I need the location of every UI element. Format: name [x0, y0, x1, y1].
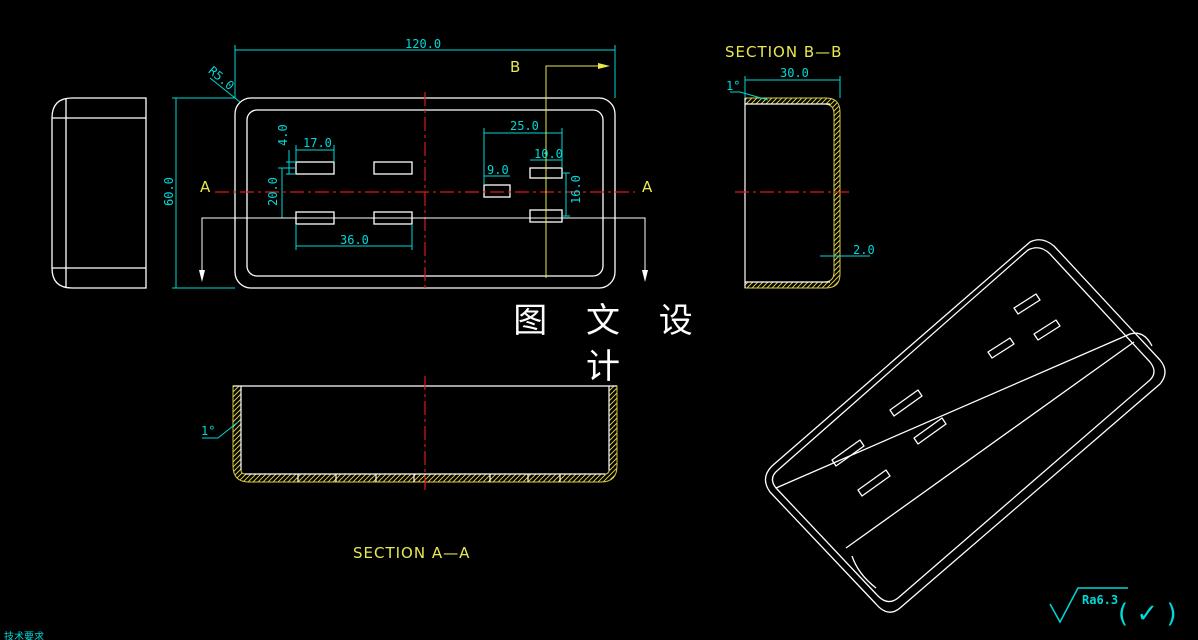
section-marker-b: B	[510, 58, 520, 76]
top-view	[172, 45, 648, 292]
isometric-view	[764, 239, 1166, 613]
draft-angle-bb: 1°	[726, 79, 740, 93]
dim-right-slot-b: 10.0	[534, 147, 563, 161]
dim-row-spacing: 20.0	[266, 177, 280, 206]
dim-depth: 30.0	[780, 66, 809, 80]
dim-slot-height: 4.0	[276, 124, 290, 146]
dim-height: 60.0	[162, 177, 176, 206]
left-side-view	[51, 97, 147, 289]
section-aa-view	[202, 376, 618, 492]
surface-finish-label: Ra6.3	[1082, 593, 1118, 607]
dim-pair-spacing: 36.0	[340, 233, 369, 247]
dim-right-group-width: 25.0	[510, 119, 539, 133]
watermark-banner: 图 文 设 计	[513, 301, 707, 387]
section-bb-view	[730, 76, 870, 289]
section-aa-title: SECTION A—A	[353, 544, 470, 562]
section-bb-title: SECTION B—B	[725, 43, 842, 61]
dim-wall: 2.0	[853, 243, 875, 257]
dim-overall-width: 120.0	[405, 37, 441, 51]
draft-angle-aa: 1°	[201, 424, 215, 438]
dim-right-vertical: 16.0	[569, 175, 583, 204]
section-marker-a-left: A	[200, 178, 211, 196]
corner-text: 技术要求	[4, 630, 44, 640]
dim-slot-width: 17.0	[303, 136, 332, 150]
surface-finish-symbol	[1049, 587, 1128, 624]
section-marker-a-right: A	[642, 178, 653, 196]
dim-right-slot-a: 9.0	[487, 163, 509, 177]
surface-finish-suffix: ( ✓ )	[1118, 599, 1177, 629]
